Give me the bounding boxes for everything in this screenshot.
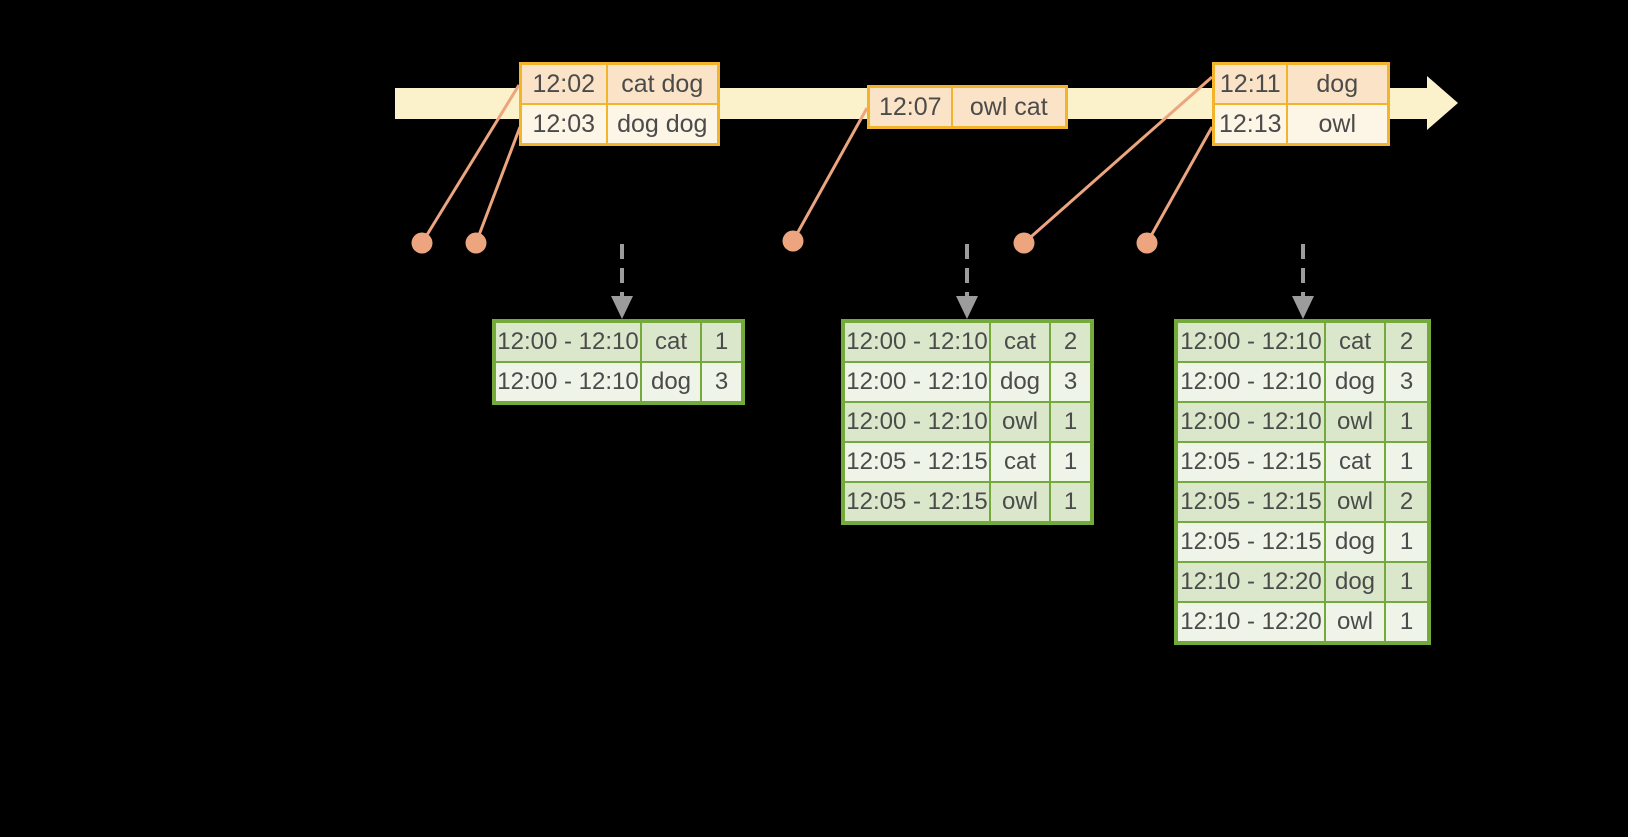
timeline-arrowhead-icon	[1427, 76, 1458, 130]
table-cell: 1	[1049, 401, 1093, 443]
table-cell: 1	[1384, 601, 1430, 644]
table-cell: 12:00 - 12:10	[1175, 401, 1326, 443]
table-cell: 2	[1384, 481, 1430, 523]
event-dot-3	[782, 230, 804, 252]
connector-line-5	[1145, 126, 1214, 244]
table-cell: owl	[989, 481, 1051, 524]
table-cell: 1	[1384, 521, 1430, 563]
table-cell: 1	[1049, 481, 1093, 524]
table-cell: 3	[1049, 361, 1093, 403]
table-cell: 3	[700, 361, 744, 404]
emit-arrow-2	[956, 244, 978, 319]
table-cell: 12:00 - 12:10	[842, 320, 991, 363]
table-cell: 3	[1384, 361, 1430, 403]
table-cell: dog	[1324, 561, 1386, 603]
table-cell: 12:03	[519, 103, 608, 146]
table-cell: owl	[1324, 401, 1386, 443]
table-cell: dog	[1285, 62, 1390, 105]
table-cell: dog	[640, 361, 702, 404]
table-cell: 1	[1384, 561, 1430, 603]
table-cell: 12:13	[1212, 103, 1288, 146]
table-cell: 12:05 - 12:15	[1175, 521, 1326, 563]
table-cell: cat	[989, 441, 1051, 483]
emit-arrowhead-icon	[1292, 296, 1314, 319]
table-cell: cat dog	[605, 62, 720, 105]
table-cell: 12:00 - 12:10	[493, 361, 642, 404]
table-cell: 12:02	[519, 62, 608, 105]
table-cell: cat	[640, 320, 702, 363]
table-cell: 1	[700, 320, 744, 363]
table-cell: 12:00 - 12:10	[842, 361, 991, 403]
table-cell: dog dog	[605, 103, 720, 146]
emit-arrow-3	[1292, 244, 1314, 319]
table-cell: 12:07	[867, 85, 953, 129]
table-cell: owl	[1324, 601, 1386, 644]
table-cell: 12:10 - 12:20	[1175, 601, 1326, 644]
connector-line-4	[1023, 75, 1213, 245]
event-dot-1	[411, 232, 433, 254]
table-cell: 1	[1384, 441, 1430, 483]
table-cell: owl	[1324, 481, 1386, 523]
table-cell: 12:11	[1212, 62, 1288, 105]
table-cell: owl	[989, 401, 1051, 443]
event-dot-4	[1013, 232, 1035, 254]
table-cell: cat	[989, 320, 1051, 363]
table-cell: dog	[1324, 361, 1386, 403]
table-cell: 1	[1384, 401, 1430, 443]
table-cell: 12:05 - 12:15	[1175, 441, 1326, 483]
table-cell: 2	[1384, 320, 1430, 363]
event-dot-5	[1136, 232, 1158, 254]
table-cell: cat	[1324, 320, 1386, 363]
emit-arrowhead-icon	[956, 296, 978, 319]
table-cell: owl cat	[950, 85, 1068, 129]
table-cell: 12:05 - 12:15	[842, 441, 991, 483]
table-cell: 12:00 - 12:10	[1175, 361, 1326, 403]
table-cell: 12:10 - 12:20	[1175, 561, 1326, 603]
table-cell: cat	[1324, 441, 1386, 483]
table-cell: 2	[1049, 320, 1093, 363]
table-cell: 12:00 - 12:10	[842, 401, 991, 443]
table-cell: dog	[989, 361, 1051, 403]
emit-arrow-1	[611, 244, 633, 319]
table-cell: 12:05 - 12:15	[1175, 481, 1326, 523]
table-cell: owl	[1285, 103, 1390, 146]
table-cell: 12:00 - 12:10	[1175, 320, 1326, 363]
event-dot-2	[465, 232, 487, 254]
table-cell: 1	[1049, 441, 1093, 483]
table-cell: 12:00 - 12:10	[493, 320, 642, 363]
table-cell: dog	[1324, 521, 1386, 563]
connector-line-1	[420, 84, 521, 244]
connector-line-3	[791, 107, 869, 242]
connector-line-2	[474, 126, 522, 244]
table-cell: 12:05 - 12:15	[842, 481, 991, 524]
emit-arrowhead-icon	[611, 296, 633, 319]
